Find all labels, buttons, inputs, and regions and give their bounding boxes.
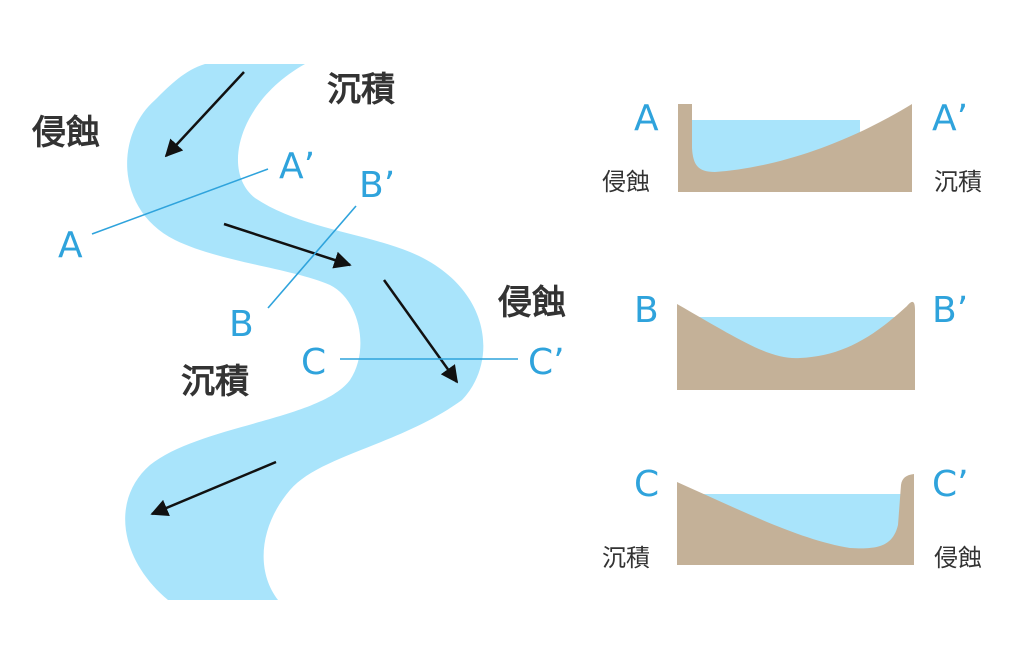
section-a-left-side: 侵蝕 <box>602 168 650 196</box>
section-c-left-letter: C <box>634 464 659 505</box>
flow-arrow-2 <box>223 222 352 269</box>
section-a-left-letter: A <box>634 98 659 139</box>
label-c-prime: C’ <box>528 342 565 383</box>
cut-line-a <box>91 168 269 235</box>
land-c <box>677 474 914 565</box>
river-channel <box>125 64 484 600</box>
label-a-prime: A’ <box>279 146 315 187</box>
land-b <box>677 301 915 390</box>
section-a-right-letter: A’ <box>932 98 968 139</box>
cross-section-a: A A’ 侵蝕 沉積 <box>602 98 982 196</box>
label-deposition-top: 沉積 <box>327 70 395 110</box>
section-c-right-letter: C’ <box>932 464 969 505</box>
cross-section-c: C C’ 沉積 侵蝕 <box>602 464 982 572</box>
label-b: B <box>229 304 254 345</box>
cut-line-b <box>267 205 357 309</box>
land-a <box>678 104 912 192</box>
section-c-left-side: 沉積 <box>602 544 650 572</box>
cross-section-b: B B’ <box>634 290 968 390</box>
label-a: A <box>58 225 83 266</box>
section-b-right-letter: B’ <box>932 290 968 331</box>
flow-arrow-1 <box>164 71 245 158</box>
label-c: C <box>301 342 326 383</box>
section-b-left-letter: B <box>634 290 659 331</box>
label-b-prime: B’ <box>359 165 395 206</box>
section-c-right-side: 侵蝕 <box>934 544 982 572</box>
label-erosion-top: 侵蝕 <box>31 113 100 153</box>
flow-arrow-4 <box>150 460 277 516</box>
label-erosion-mid: 侵蝕 <box>497 283 566 323</box>
flow-arrow-3 <box>382 279 459 384</box>
section-a-right-side: 沉積 <box>934 168 982 196</box>
label-deposition-mid: 沉積 <box>181 362 249 402</box>
